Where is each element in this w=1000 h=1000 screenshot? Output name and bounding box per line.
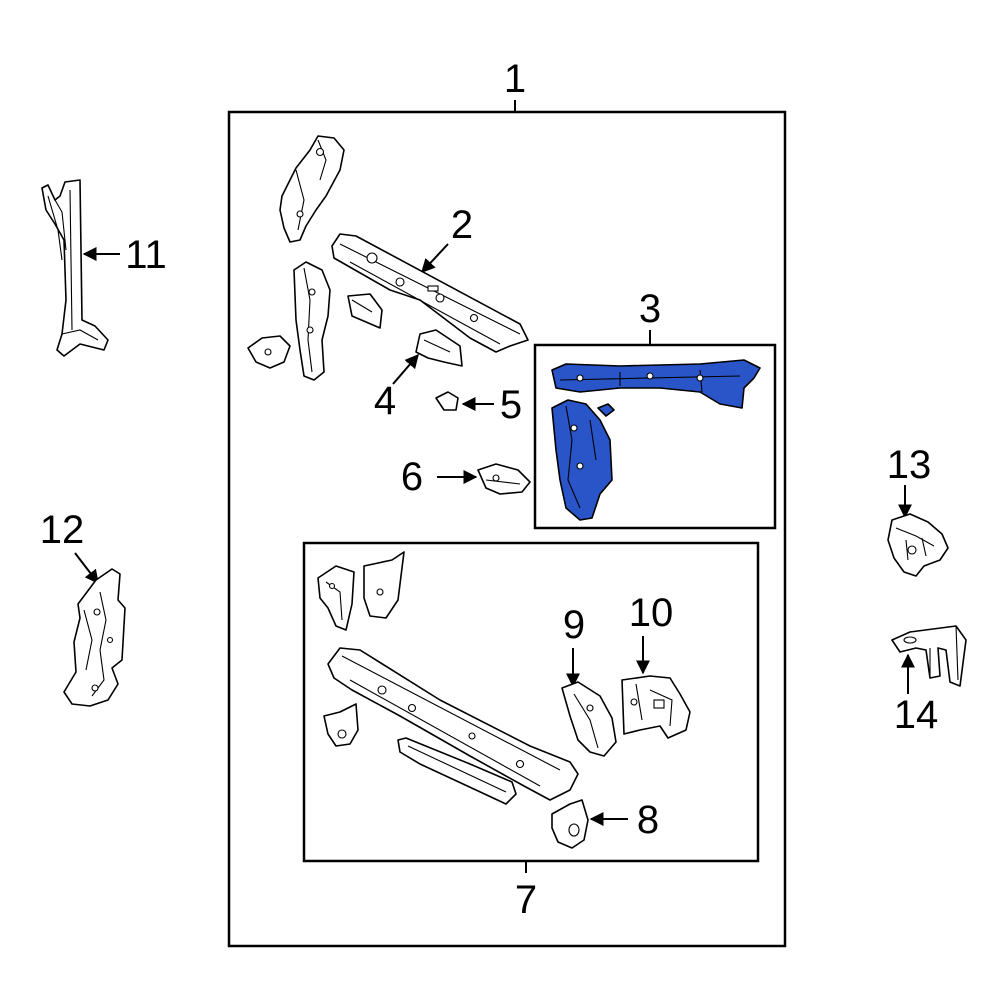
callout-1: 1 (504, 57, 526, 101)
arrow-4 (392, 353, 419, 385)
part-6-bracket (477, 463, 531, 495)
callout-10: 10 (629, 591, 674, 635)
part-5-clip (435, 391, 459, 411)
part-3-upper-bar (551, 359, 761, 409)
assembly-box-3 (533, 343, 777, 530)
callout-2: 2 (451, 203, 473, 247)
callout-7: 7 (515, 878, 537, 922)
callout-3: 3 (639, 287, 661, 331)
callout-4: 4 (374, 379, 396, 423)
callout-6: 6 (401, 455, 423, 499)
callout-8: 8 (637, 798, 659, 842)
part-12-side-bracket (63, 568, 126, 707)
part-4-bracket (415, 329, 463, 367)
part-10-bracket (621, 675, 691, 739)
part-2-upper-support (247, 135, 529, 381)
part-9-bracket (561, 681, 617, 757)
callout-9: 9 (563, 603, 585, 647)
callout-14: 14 (894, 693, 939, 737)
part-3-lower-support (551, 399, 613, 521)
part-8-bracket (551, 799, 589, 849)
part-11-pillar (41, 179, 109, 357)
callout-13: 13 (887, 443, 932, 487)
assembly-box-7 (302, 541, 760, 863)
part-13-bracket (887, 513, 949, 577)
assembly-box-1 (227, 110, 787, 948)
arrow-2 (421, 243, 449, 274)
callout-5: 5 (500, 383, 522, 427)
part-3-highlighted (551, 359, 761, 521)
part-14-bracket (891, 625, 967, 687)
callout-11: 11 (125, 233, 167, 277)
arrow-12 (74, 552, 99, 585)
part-7-lower-support (317, 551, 579, 805)
part-3-small-clip (597, 403, 615, 417)
callout-12: 12 (40, 508, 85, 552)
